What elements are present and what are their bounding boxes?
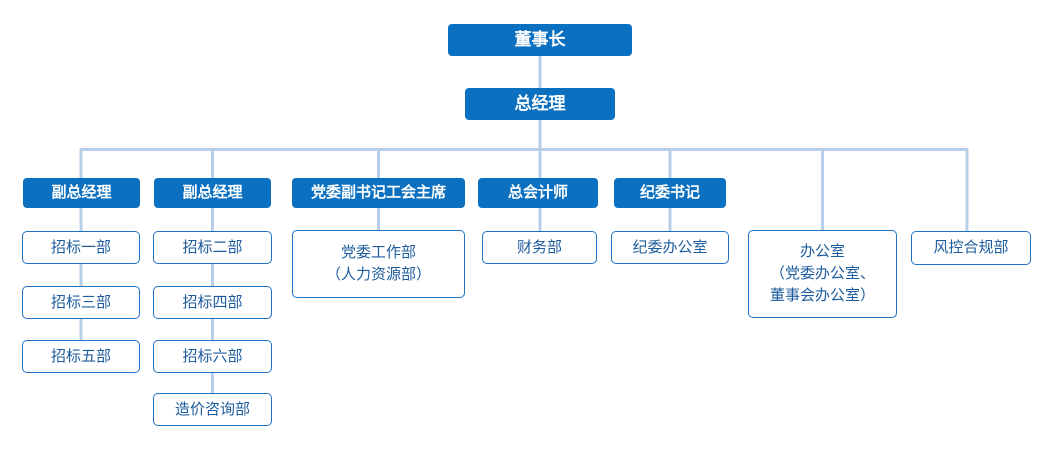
dept-cost-consulting: 造价咨询部 (153, 393, 272, 426)
node-discipline-secretary: 纪委书记 (614, 178, 726, 208)
node-deputy-gm-1: 副总经理 (23, 178, 140, 208)
dept-bidding-3: 招标三部 (22, 286, 140, 319)
node-general-manager: 总经理 (465, 88, 615, 120)
dept-bidding-2: 招标二部 (153, 231, 272, 264)
node-chief-accountant: 总会计师 (478, 178, 598, 208)
dept-bidding-5: 招标五部 (22, 340, 140, 373)
dept-bidding-6: 招标六部 (153, 340, 272, 373)
dept-bidding-1: 招标一部 (22, 231, 140, 264)
dept-bidding-4: 招标四部 (153, 286, 272, 319)
node-chairman: 董事长 (448, 24, 632, 56)
dept-discipline-office: 纪委办公室 (611, 231, 729, 264)
dept-office-party-board: 办公室 （党委办公室、 董事会办公室） (748, 230, 897, 318)
node-party-deputy-secretary-union-chairman: 党委副书记工会主席 (292, 178, 465, 208)
node-deputy-gm-2: 副总经理 (154, 178, 271, 208)
dept-party-work-hr: 党委工作部 （人力资源部） (292, 230, 465, 298)
dept-risk-compliance: 风控合规部 (911, 231, 1031, 265)
dept-finance: 财务部 (482, 231, 597, 264)
